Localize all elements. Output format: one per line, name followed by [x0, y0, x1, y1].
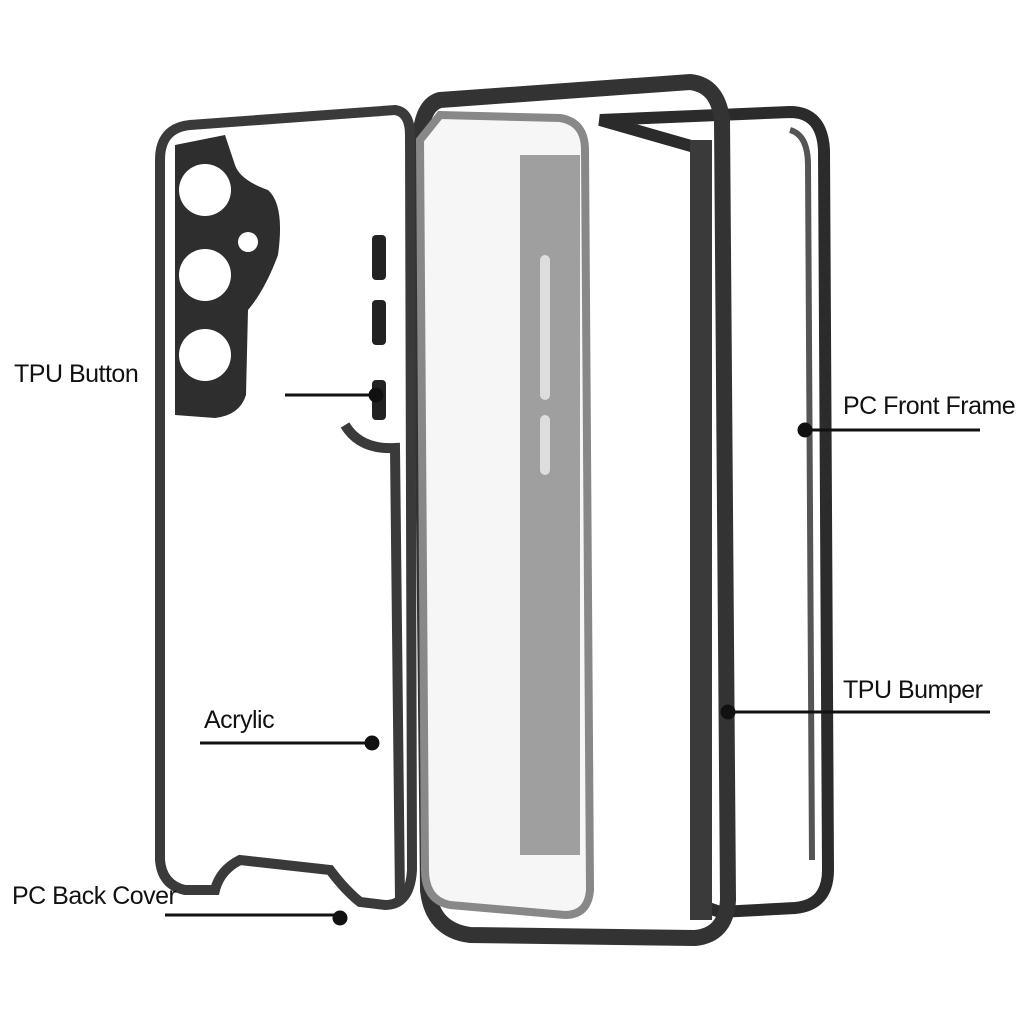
label-tpu-button: TPU Button — [14, 360, 139, 388]
label-tpu-bumper: TPU Bumper — [843, 676, 983, 704]
pc-front-frame — [598, 105, 835, 919]
leader-lines — [165, 387, 990, 926]
tpu-bumper — [411, 73, 737, 947]
label-acrylic: Acrylic — [204, 706, 275, 734]
label-pc-back-cover: PC Back Cover — [12, 882, 177, 910]
label-pc-front-frame: PC Front Frame — [843, 392, 1016, 420]
pc-back-cover — [155, 104, 418, 911]
